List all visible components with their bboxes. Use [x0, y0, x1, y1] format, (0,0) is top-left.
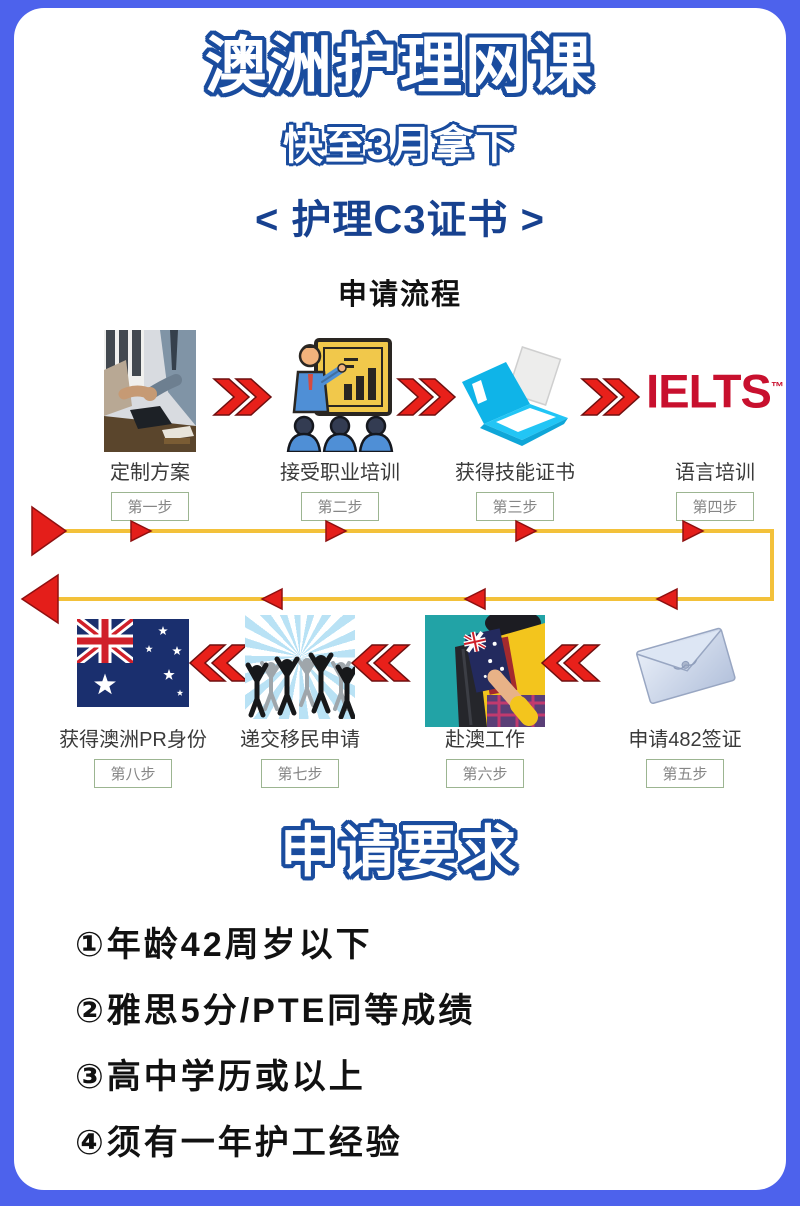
step3-skill-certificate: 获得技能证书 第三步: [430, 326, 600, 521]
left-chevrons-icon: [350, 641, 412, 685]
trademark-symbol: ™: [770, 379, 784, 395]
certificate-folder-graphic: [462, 346, 568, 446]
step-badge: 第七步: [261, 759, 339, 788]
celebration-crowd: [215, 615, 385, 720]
step4-language-training: IELTS™ 语言培训 第四步: [630, 326, 786, 521]
step-label: 接受职业培训: [280, 462, 400, 484]
requirement-item: ①年龄42周岁以下: [75, 926, 373, 964]
step-label: 定制方案: [110, 462, 190, 484]
certificate-line: < 护理C3证书 >: [254, 198, 546, 242]
step-label: 递交移民申请: [240, 729, 360, 751]
person-with-flag-graphic: [425, 615, 545, 727]
requirement-item: ②雅思5分/PTE同等成绩: [75, 992, 476, 1030]
australian-flag: [48, 615, 218, 719]
page-title: 澳洲护理网课: [204, 32, 595, 101]
crowd-silhouettes-graphic: [245, 652, 358, 720]
requirements-list: ①年龄42周岁以下 ②雅思5分/PTE同等成绩 ③高中学历或以上 ④须有一年护工…: [75, 912, 756, 1176]
step-badge: 第五步: [646, 759, 724, 788]
step-label: 申请482签证: [628, 729, 742, 751]
step2-vocational-training: 接受职业培训 第二步: [255, 326, 425, 521]
certificate-folder: [430, 326, 600, 452]
right-chevrons-icon: [579, 375, 641, 419]
ielts-logo: IELTS™: [630, 326, 786, 452]
ielts-logo-text: IELTS™: [646, 364, 784, 418]
envelope-graphic: [636, 627, 736, 705]
page-subtitle: 快至3月拿下: [282, 124, 518, 168]
envelope-3d: [600, 615, 770, 719]
step7-immigration-application: 递交移民申请 第七步: [215, 615, 385, 788]
requirements-heading: 申请要求: [280, 820, 520, 883]
step6-work-in-australia: 赴澳工作 第六步: [400, 615, 570, 788]
step8-pr-status: 获得澳洲PR身份 第八步: [48, 615, 218, 788]
step-badge: 第三步: [476, 492, 554, 521]
training-illustration: [255, 326, 425, 452]
step-label: 获得技能证书: [455, 462, 575, 484]
step-badge: 第一步: [111, 492, 189, 521]
requirement-item: ③高中学历或以上: [75, 1058, 366, 1096]
flow-connector-line: [20, 505, 774, 625]
step-badge: 第八步: [94, 759, 172, 788]
left-chevrons-icon: [540, 641, 602, 685]
training-graphic: [286, 338, 394, 452]
big-right-arrow: [31, 505, 68, 557]
step-label: 语言培训: [675, 462, 755, 484]
flow-heading: 申请流程: [337, 279, 462, 311]
step-badge: 第二步: [301, 492, 379, 521]
right-chevrons-icon: [211, 375, 273, 419]
australian-flag-graphic: [77, 619, 189, 707]
step5-482-visa: 申请482签证 第五步: [600, 615, 770, 788]
poster-card: 澳洲护理网课 快至3月拿下 < 护理C3证书 > 申请流程: [14, 8, 786, 1190]
requirement-item: ④须有一年护工经验: [75, 1124, 403, 1162]
step-label: 赴澳工作: [445, 729, 525, 751]
big-left-arrow: [20, 573, 59, 625]
step-badge: 第四步: [676, 492, 754, 521]
handshake-photo-graphic: [104, 330, 196, 452]
step-badge: 第六步: [446, 759, 524, 788]
person-with-flag: [400, 615, 570, 727]
sunburst-background: [245, 615, 358, 720]
right-chevrons-icon: [395, 375, 457, 419]
handshake-photo: [65, 326, 235, 452]
step1-customized-plan: 定制方案 第一步: [65, 326, 235, 521]
step-label: 获得澳洲PR身份: [59, 729, 207, 751]
left-chevrons-icon: [188, 641, 250, 685]
